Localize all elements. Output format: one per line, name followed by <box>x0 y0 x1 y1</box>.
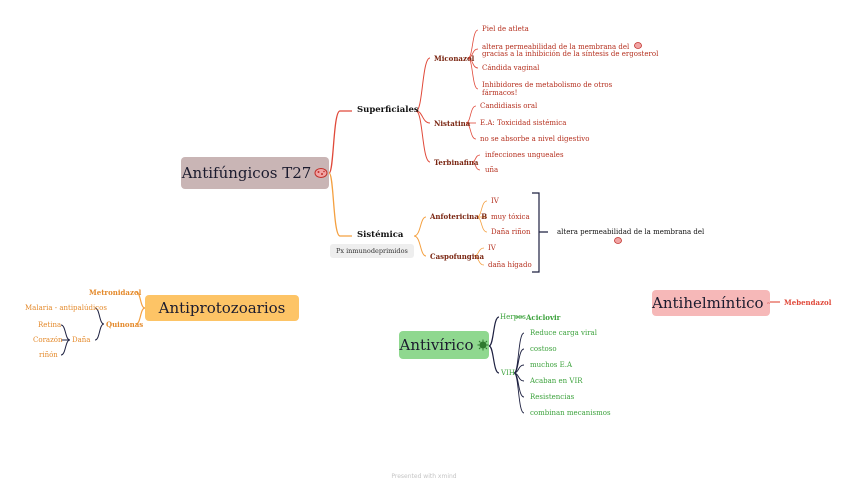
antihelmintico-title: Antihelmíntico <box>652 294 764 312</box>
miconazol-item: fármacos! <box>482 89 518 97</box>
superficiales-node[interactable]: Superficiales <box>357 105 419 115</box>
nistatina-item: E.A: Toxicidad sistémica <box>480 119 567 127</box>
terbinafina-node[interactable]: Terbinafina <box>434 158 479 167</box>
antivirico-node[interactable]: Antivírico <box>399 331 489 359</box>
sistemica-note: Px inmunodeprimidos <box>330 244 414 258</box>
dana-node: Daña <box>72 336 91 344</box>
herpes-node[interactable]: Herpes <box>500 313 526 321</box>
vih-item: Resistencias <box>530 393 575 401</box>
miconazol-item: Piel de atleta <box>482 25 529 33</box>
anfotericina-item: muy tóxica <box>491 213 530 221</box>
terbinafina-item: uña <box>485 166 499 174</box>
organ-item: riñón <box>39 351 58 359</box>
vih-item: combinan mecanismos <box>530 409 611 417</box>
vih-item: Reduce carga viral <box>530 329 597 337</box>
antiprotozoarios-title: Antiprotozoarios <box>158 299 286 317</box>
antifungicos-node[interactable]: Antifúngicos T27 <box>181 157 329 189</box>
worm-icon <box>766 302 770 304</box>
sistemica-node[interactable]: Sistémica <box>357 230 404 240</box>
caspofungina-item: daña hígado <box>488 261 532 269</box>
mebendazol-node: Mebendazol <box>784 298 832 307</box>
vih-item: costoso <box>530 345 557 353</box>
quinonas-node[interactable]: Quinonas <box>106 320 144 329</box>
antifungicos-title: Antifúngicos T27 <box>181 164 312 182</box>
antihelmintico-node[interactable]: Antihelmíntico <box>652 290 770 316</box>
caspofungina-node[interactable]: Caspofungina <box>430 252 484 261</box>
anfotericina-item: IV <box>491 197 499 205</box>
miconazol-node[interactable]: Miconazol <box>434 54 475 63</box>
miconazol-item: Inhibidores de metabolismo de otros <box>482 81 613 89</box>
vih-item: muchos E.A <box>530 361 572 369</box>
aciclovir-node: Aciclovir <box>526 313 561 322</box>
terbinafina-item: infecciones ungueales <box>485 151 564 159</box>
virus-icon <box>477 339 488 351</box>
organ-item: Corazón <box>33 336 63 344</box>
nistatina-node[interactable]: Nistatina <box>434 119 471 128</box>
organ-item: Retina <box>38 321 62 329</box>
nistatina-item: Candidiasis oral <box>480 102 538 110</box>
vih-node[interactable]: VIH <box>501 369 515 377</box>
footer-credit: Presented with xmind <box>391 473 457 480</box>
anfotericina-node[interactable]: Anfotericina B <box>430 212 488 221</box>
anfotericina-item: Daña riñon <box>491 228 531 236</box>
miconazol-item: gracias a la inhibición de la síntesis d… <box>482 50 659 58</box>
antivirico-title: Antivírico <box>399 336 474 354</box>
fungus-small-icon <box>633 42 642 49</box>
miconazol-item: Cándida vaginal <box>482 64 540 72</box>
malaria-node: Malaria - antipalúdicos <box>25 304 107 312</box>
fungus-icon <box>314 168 328 178</box>
antiprotozoarios-node[interactable]: Antiprotozoarios <box>145 295 299 321</box>
caspofungina-item: IV <box>488 244 496 252</box>
nistatina-item: no se absorbe a nivel digestivo <box>480 135 590 143</box>
miconazol-item: altera permeabilidad de la membrana del <box>482 42 642 52</box>
metronidazol-node[interactable]: Metronidazol <box>89 288 142 297</box>
fungus-small-icon <box>614 237 622 244</box>
vih-item: Acaban en VIR <box>530 377 583 385</box>
shared-note: altera permeabilidad de la membrana del <box>557 228 705 236</box>
